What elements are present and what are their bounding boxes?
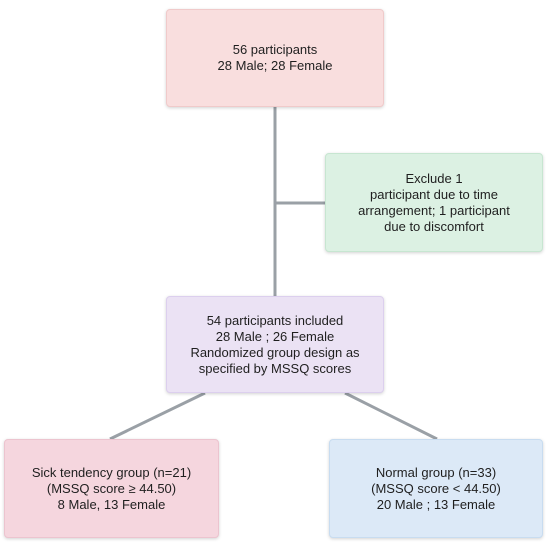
connector-included-to-normal <box>344 391 438 441</box>
sick-tendency-group-box: Sick tendency group (n=21) (MSSQ score ≥… <box>4 439 219 538</box>
participants-box: 56 participants 28 Male; 28 Female <box>166 9 384 107</box>
included-box: 54 participants included 28 Male ; 26 Fe… <box>166 296 384 393</box>
exclusion-line-2: participant due to time <box>370 186 498 202</box>
included-count: 54 participants included <box>206 312 344 328</box>
normal-group-title: Normal group (n=33) <box>375 464 497 480</box>
participants-count: 56 participants <box>232 42 318 57</box>
connector-included-to-sick <box>109 391 206 441</box>
exclusion-line-3: arrangement; 1 participant <box>358 202 510 218</box>
exclusion-box: Exclude 1 participant due to time arrang… <box>325 153 543 252</box>
sick-group-title: Sick tendency group (n=21) <box>31 464 192 480</box>
participants-sex: 28 Male; 28 Female <box>217 58 333 73</box>
included-sex: 28 Male ; 26 Female <box>215 328 335 344</box>
normal-group-sex: 20 Male ; 13 Female <box>376 496 496 512</box>
sick-group-sex: 8 Male, 13 Female <box>57 496 166 512</box>
sick-group-criterion: (MSSQ score ≥ 44.50) <box>46 480 177 496</box>
included-design-line-1: Randomized group design as <box>190 344 360 360</box>
normal-group-box: Normal group (n=33) (MSSQ score < 44.50)… <box>329 439 543 538</box>
exclusion-line-1: Exclude 1 <box>405 170 463 186</box>
exclusion-line-4: due to discomfort <box>384 218 484 234</box>
included-design-line-2: specified by MSSQ scores <box>198 360 352 376</box>
normal-group-criterion: (MSSQ score < 44.50) <box>371 480 501 496</box>
